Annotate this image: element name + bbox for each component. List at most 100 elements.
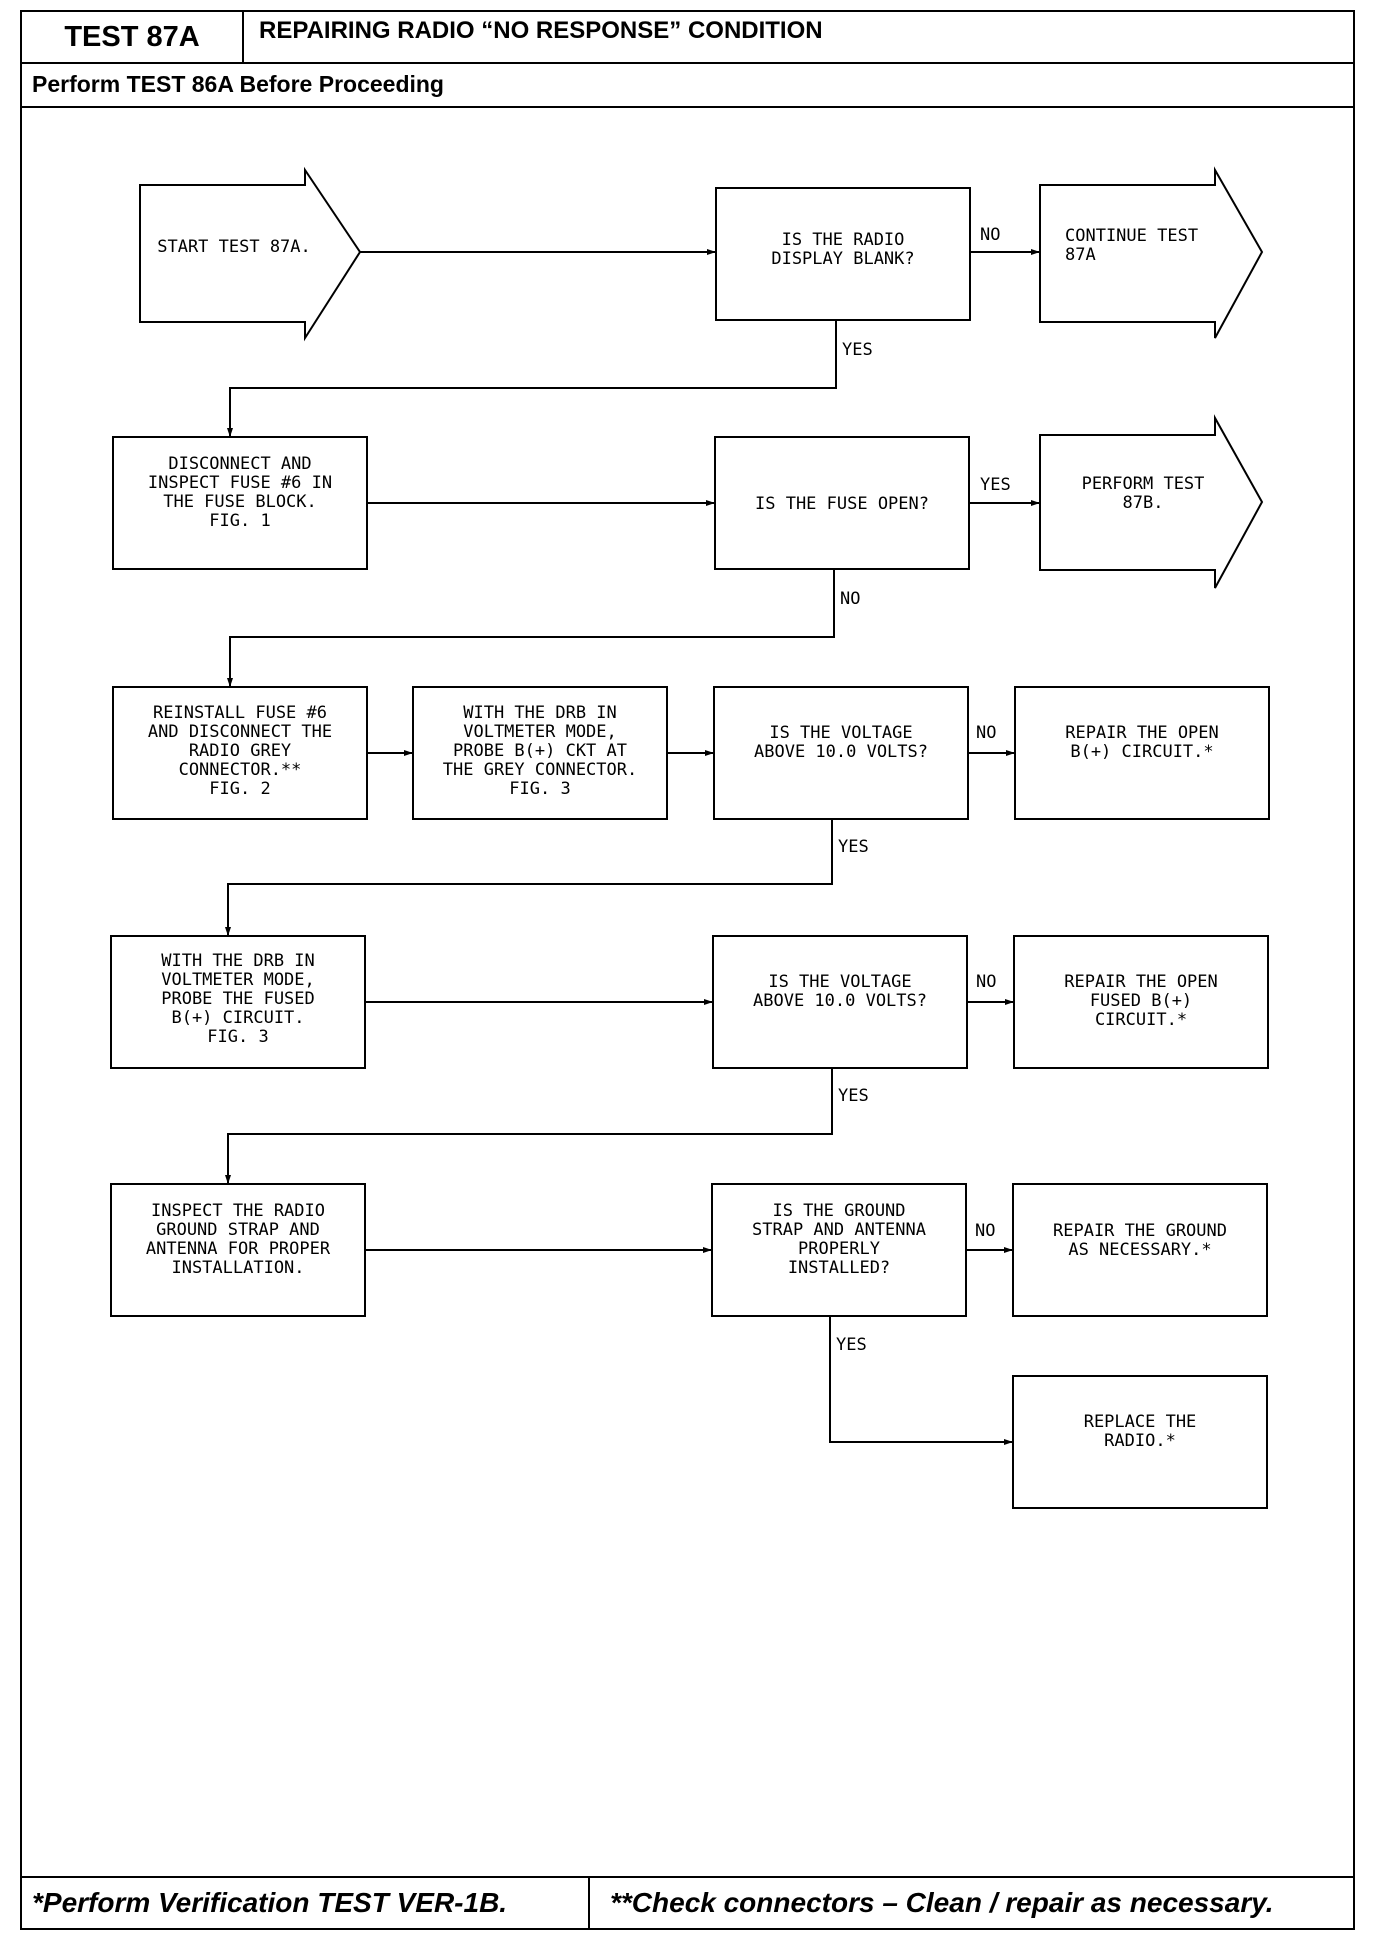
node-line: IS THE GROUND <box>772 1201 905 1221</box>
label-q1-yes: YES <box>842 340 873 360</box>
node-line: WITH THE DRB IN <box>161 951 315 971</box>
label-q3-no: NO <box>976 723 996 743</box>
node-line: 87A <box>1065 245 1096 265</box>
node-line: PERFORM TEST <box>1082 474 1205 494</box>
node-line: 87B. <box>1123 493 1164 513</box>
label-q3-yes: YES <box>838 837 869 857</box>
label-q4-yes: YES <box>838 1086 869 1106</box>
node-line: PROBE B(+) CKT AT <box>453 741 627 761</box>
label-q1-no: NO <box>980 225 1000 245</box>
header-row: TEST 87A REPAIRING RADIO “NO RESPONSE” C… <box>22 12 1353 64</box>
node-line: WITH THE DRB IN <box>463 703 617 723</box>
node-line: RADIO.* <box>1104 1431 1176 1451</box>
node-line: FIG. 3 <box>207 1027 268 1047</box>
label-q2-no: NO <box>840 589 860 609</box>
node-line: PROBE THE FUSED <box>161 989 315 1009</box>
node-line: THE FUSE BLOCK. <box>163 492 317 512</box>
node-text-q_fuse_open: IS THE FUSE OPEN? <box>755 494 929 514</box>
node-line: START TEST 87A. <box>157 237 311 257</box>
test-id: TEST 87A <box>22 12 244 62</box>
node-line: IS THE RADIO <box>782 230 905 250</box>
prerequisite-row: Perform TEST 86A Before Proceeding <box>22 64 1353 108</box>
node-line: STRAP AND ANTENNA <box>752 1220 926 1240</box>
edge-q1-yes <box>227 320 837 437</box>
node-line: AS NECESSARY.* <box>1068 1240 1211 1260</box>
node-line: B(+) CIRCUIT.* <box>1070 742 1213 762</box>
node-line: B(+) CIRCUIT. <box>171 1008 304 1028</box>
edge-q3-yes <box>225 819 833 936</box>
node-q-fuse-open: IS THE FUSE OPEN? <box>714 436 970 570</box>
node-line: IS THE FUSE OPEN? <box>755 494 929 514</box>
node-text-start: START TEST 87A. <box>157 237 311 257</box>
node-line: REPAIR THE OPEN <box>1065 723 1219 743</box>
node-line: INSPECT FUSE #6 IN <box>148 473 332 493</box>
connectors <box>225 249 1040 1445</box>
node-start: START TEST 87A. <box>139 166 362 342</box>
test-title: REPAIRING RADIO “NO RESPONSE” CONDITION <box>259 17 823 44</box>
node-line: INSTALLED? <box>788 1258 890 1278</box>
node-line: FIG. 1 <box>209 511 270 531</box>
node-line: PROPERLY <box>798 1239 880 1259</box>
node-line: AND DISCONNECT THE <box>148 722 332 742</box>
label-q5-no: NO <box>975 1221 995 1241</box>
node-line: DISCONNECT AND <box>168 454 311 474</box>
node-line: ANTENNA FOR PROPER <box>146 1239 331 1259</box>
node-line: RADIO GREY <box>189 741 291 761</box>
node-line: INSPECT THE RADIO <box>151 1201 325 1221</box>
edge-q4-yes <box>225 1068 833 1184</box>
page-frame: TEST 87A REPAIRING RADIO “NO RESPONSE” C… <box>20 10 1355 1930</box>
node-line: GROUND STRAP AND <box>156 1220 320 1240</box>
node-line: VOLTMETER MODE, <box>161 970 315 990</box>
node-line: REPAIR THE OPEN <box>1064 972 1218 992</box>
node-line: CONTINUE TEST <box>1065 226 1198 246</box>
connector-note: **Check connectors – Clean / repair as n… <box>610 1887 1274 1918</box>
node-line: IS THE VOLTAGE <box>768 972 911 992</box>
node-line: ABOVE 10.0 VOLTS? <box>754 742 928 762</box>
node-line: THE GREY CONNECTOR. <box>443 760 637 780</box>
verification-note: *Perform Verification TEST VER-1B. <box>22 1878 590 1928</box>
node-line: INSTALLATION. <box>171 1258 304 1278</box>
edge-q2-no <box>227 569 835 687</box>
node-line: IS THE VOLTAGE <box>769 723 912 743</box>
label-q2-yes: YES <box>980 475 1011 495</box>
node-line: REINSTALL FUSE #6 <box>153 703 327 723</box>
node-line: REPLACE THE <box>1084 1412 1197 1432</box>
node-line: VOLTMETER MODE, <box>463 722 617 742</box>
node-line: FIG. 2 <box>209 779 270 799</box>
node-line: CONNECTOR.** <box>179 760 302 780</box>
node-line: FUSED B(+) <box>1090 991 1192 1011</box>
label-q4-no: NO <box>976 972 996 992</box>
node-line: DISPLAY BLANK? <box>771 249 914 269</box>
prerequisite-note: Perform TEST 86A Before Proceeding <box>32 71 444 97</box>
node-line: ABOVE 10.0 VOLTS? <box>753 991 927 1011</box>
edge-q5-yes <box>829 1316 1013 1445</box>
node-line: FIG. 3 <box>509 779 570 799</box>
